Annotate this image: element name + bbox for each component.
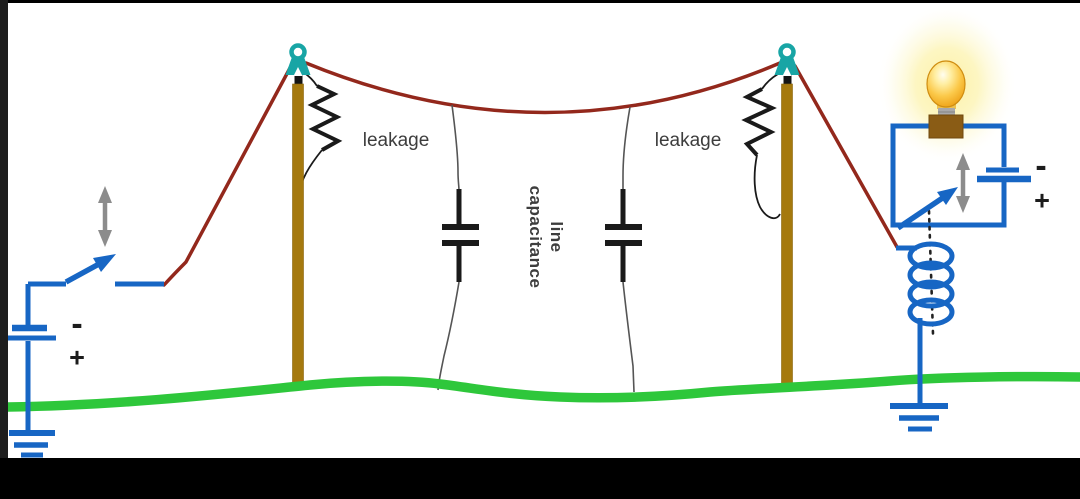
leakage-resistor-left-icon	[297, 71, 343, 233]
load-battery-minus-label: -	[1035, 147, 1047, 185]
line-capacitance-line1: line	[547, 221, 566, 253]
ground-line	[3, 371, 1080, 412]
pole-left	[292, 72, 304, 387]
source-battery-minus-label: -	[71, 305, 83, 343]
load-ground-icon	[890, 403, 948, 432]
top-letterbox-bar	[0, 0, 1080, 3]
leakage-label-right: leakage	[654, 130, 722, 151]
source-battery-icon	[7, 284, 56, 433]
left-letterbox-bar	[0, 0, 8, 499]
insulator-left-icon	[285, 43, 311, 76]
leakage-resistor-right-icon	[741, 73, 781, 220]
load-loop-wire	[890, 123, 1007, 228]
source-ground-icon	[9, 430, 55, 458]
receiver-coil-icon	[896, 241, 955, 406]
leakage-label-left: leakage	[362, 130, 430, 151]
line-capacitance-line2: capacitance	[526, 185, 545, 289]
load-battery-icon	[977, 167, 1031, 183]
bottom-letterbox-bar	[0, 458, 1080, 499]
source-battery-plus-label: +	[69, 342, 85, 373]
pole-right	[781, 72, 793, 387]
switch-icon	[28, 254, 164, 287]
load-battery-plus-label: +	[1034, 185, 1050, 216]
load-motion-arrow-icon	[956, 153, 970, 213]
insulator-right-icon	[774, 43, 800, 76]
line-capacitor-right-icon	[605, 106, 642, 393]
switch-motion-arrow-icon	[98, 186, 112, 247]
load-pointer-arrow-icon	[896, 187, 958, 231]
line-capacitance-label: line capacitance	[525, 172, 567, 302]
light-bulb-icon	[926, 60, 966, 139]
transmission-wire	[162, 61, 899, 287]
coupling-dashed-line	[927, 209, 935, 336]
line-capacitor-left-icon	[437, 104, 479, 391]
